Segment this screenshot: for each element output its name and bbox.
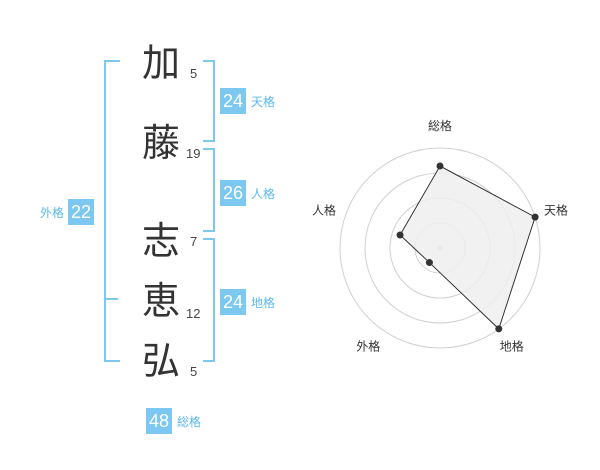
gaikaku-bracket (104, 60, 120, 362)
radar-point-4 (425, 259, 433, 267)
name-char-2: 藤 (141, 121, 180, 165)
name-panel: 加 5 藤 19 志 7 恵 12 弘 5 24 天格 26 人格 24 地格 … (40, 41, 275, 434)
tenkaku-bracket (203, 60, 215, 142)
chikaku-bracket (203, 238, 215, 362)
gaikaku-label: 外格 (40, 205, 65, 220)
stroke-count-3: 7 (190, 234, 198, 249)
chikaku-label: 地格 (251, 295, 276, 310)
radar-point-3 (495, 325, 503, 333)
gaikaku-value: 22 (68, 199, 95, 225)
tenkaku-value: 24 (220, 88, 247, 114)
name-char-4: 恵 (141, 279, 180, 323)
radar-data-polygon (399, 165, 536, 330)
radar-axis-label-5: 人格 (312, 202, 336, 217)
gaikaku-badge: 外格 22 (40, 199, 95, 225)
radar-axis-label-1: 総格 (428, 118, 452, 133)
radar-ring-4 (339, 147, 541, 349)
soukaku-label: 総格 (177, 414, 202, 429)
radar-point-1 (436, 162, 444, 170)
radar-axis-label-2: 天格 (544, 202, 568, 217)
jinkaku-bracket (203, 148, 215, 232)
tenkaku-label: 天格 (251, 94, 276, 109)
name-char-1: 加 (141, 41, 180, 85)
tenkaku-badge: 24 天格 (220, 88, 275, 114)
soukaku-badge: 48 総格 (146, 408, 201, 434)
radar-point-5 (396, 231, 404, 239)
chikaku-value: 24 (220, 289, 247, 315)
radar-data-points (396, 162, 539, 333)
stroke-count-2: 19 (186, 146, 201, 161)
jinkaku-badge: 26 人格 (220, 180, 275, 206)
name-char-3: 志 (141, 219, 180, 263)
radar-axis-label-3: 地格 (500, 339, 524, 354)
stroke-count-1: 5 (190, 66, 198, 81)
jinkaku-value: 26 (220, 180, 247, 206)
radar-axis-label-4: 外格 (356, 339, 380, 354)
jinkaku-label: 人格 (251, 186, 276, 201)
stroke-count-4: 12 (186, 306, 201, 321)
name-char-5: 弘 (141, 339, 180, 383)
soukaku-value: 48 (146, 408, 173, 434)
stroke-count-5: 5 (190, 364, 198, 379)
gaikaku-bracket-tick (104, 298, 118, 300)
radar-point-2 (531, 213, 539, 221)
chikaku-badge: 24 地格 (220, 289, 275, 315)
